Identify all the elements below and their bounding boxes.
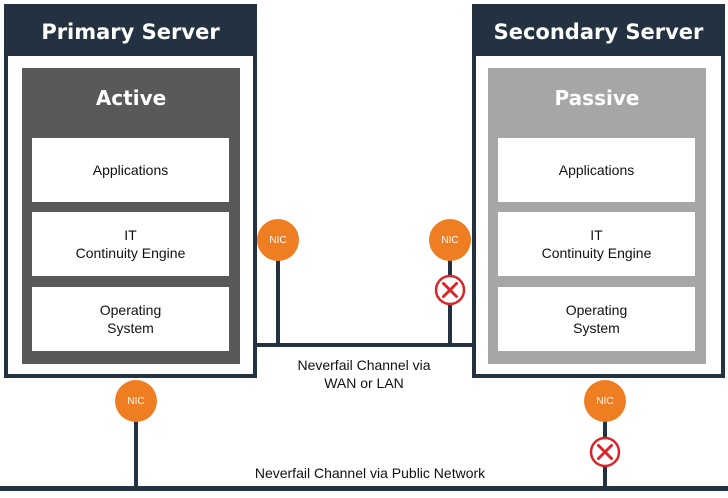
secondary-server: Secondary Server Passive Applications IT… — [472, 4, 725, 378]
passive-state-panel: Passive Applications IT Continuity Engin… — [488, 68, 706, 364]
secondary-public-nic: NIC — [584, 380, 626, 422]
private-channel-line — [256, 343, 474, 347]
active-state-label: Active — [95, 86, 167, 110]
primary-private-nic: NIC — [257, 219, 299, 261]
x-circle-icon — [589, 436, 621, 468]
secondary-applications-layer: Applications — [498, 138, 695, 202]
primary-continuity-engine-layer: IT Continuity Engine — [32, 212, 229, 276]
public-channel-label: Neverfail Channel via Public Network — [254, 465, 486, 481]
primary-applications-layer: Applications — [32, 138, 229, 202]
private-channel-label: Neverfail Channel via WAN or LAN — [297, 357, 431, 391]
secondary-operating-system-layer: Operating System — [498, 287, 695, 351]
primary-server-title: Primary Server — [8, 8, 253, 56]
x-circle-icon — [434, 274, 466, 306]
primary-server: Primary Server Active Applications IT Co… — [4, 4, 257, 378]
active-state-panel: Active Applications IT Continuity Engine… — [22, 68, 240, 364]
secondary-server-title: Secondary Server — [476, 8, 721, 56]
primary-public-nic-stem — [134, 420, 138, 488]
passive-state-label: Passive — [554, 86, 640, 110]
secondary-private-nic: NIC — [429, 219, 471, 261]
primary-private-nic-stem — [276, 258, 280, 345]
primary-operating-system-layer: Operating System — [32, 287, 229, 351]
public-network-line — [0, 486, 728, 491]
primary-public-nic: NIC — [115, 380, 157, 422]
secondary-continuity-engine-layer: IT Continuity Engine — [498, 212, 695, 276]
